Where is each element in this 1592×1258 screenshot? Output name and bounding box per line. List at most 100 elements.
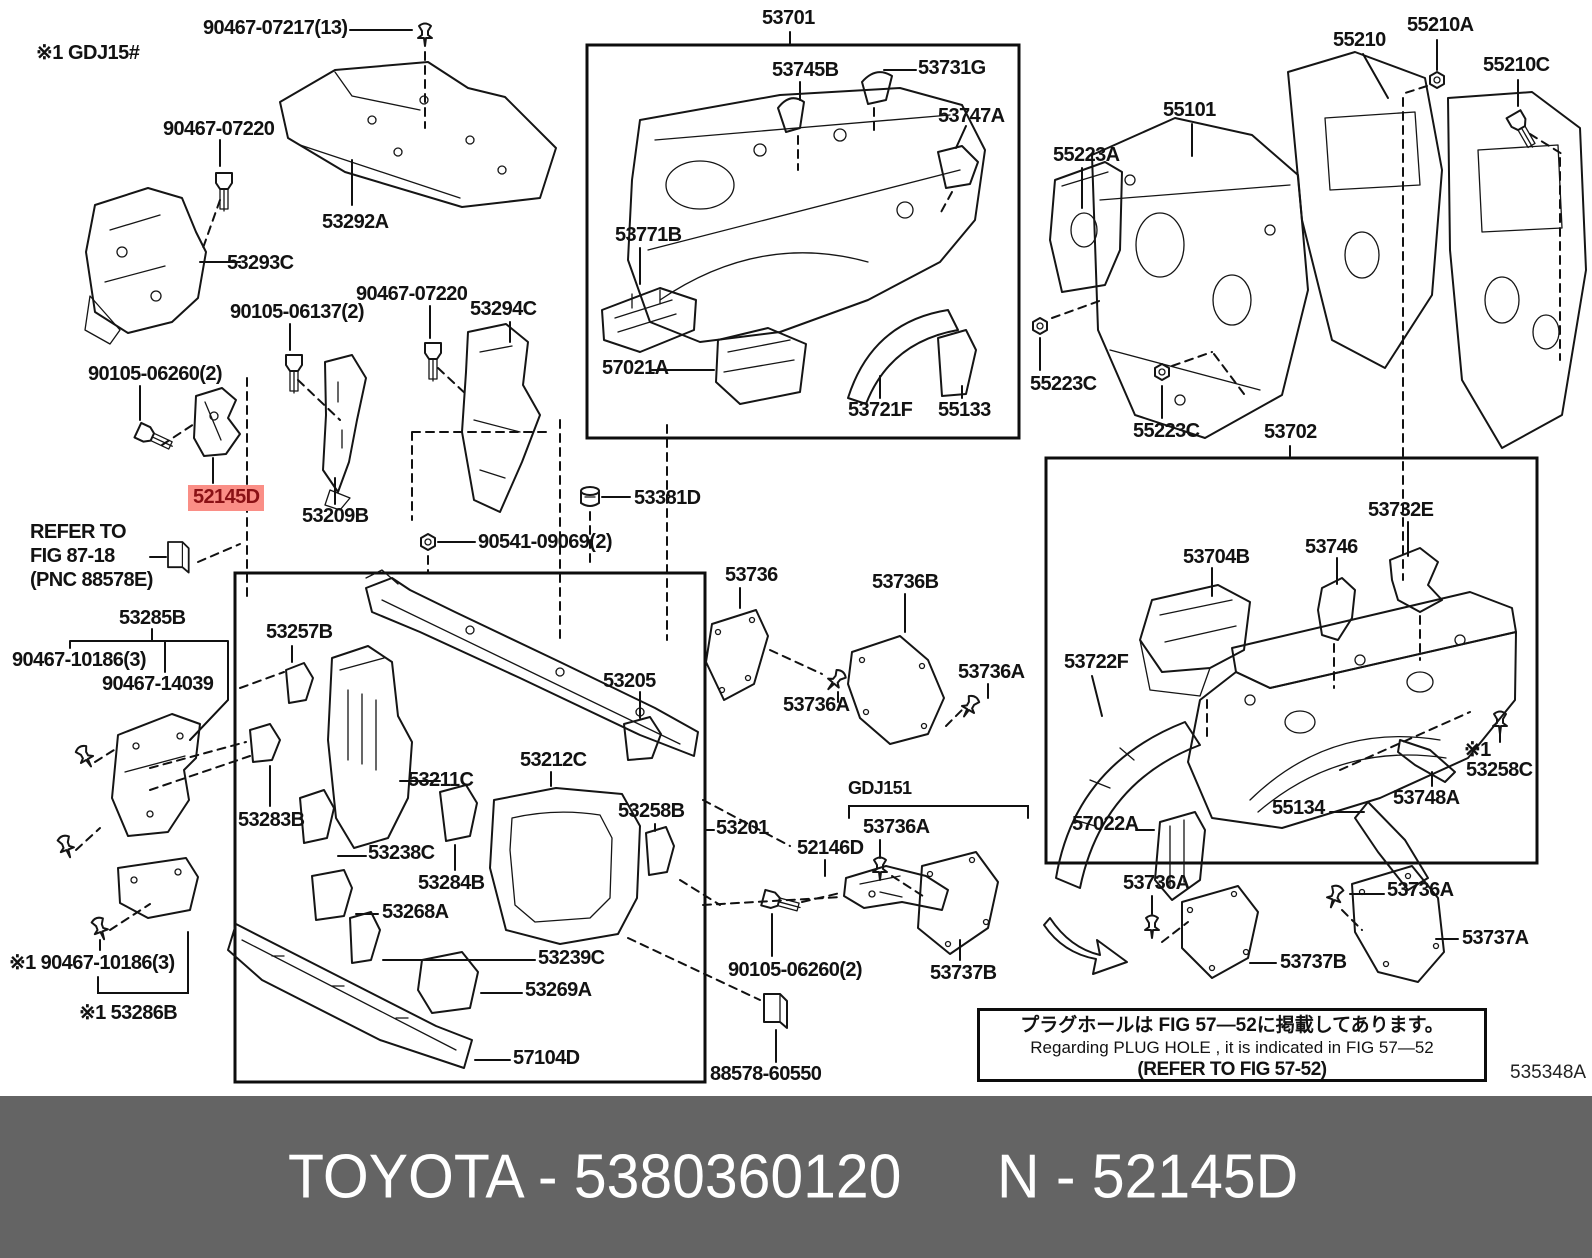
part-label-53205: 53205 — [603, 670, 656, 692]
bolt-icon — [285, 354, 303, 394]
refer-note: REFER TO FIG 87-18 (PNC 88578E) — [30, 520, 153, 592]
part-label-53294c: 53294C — [470, 298, 537, 320]
part-label-90467101863: 90467-10186(3) — [12, 649, 147, 671]
part-label-53746: 53746 — [1305, 536, 1358, 558]
part-57104D — [227, 923, 473, 1069]
part-label-53283b: 53283B — [238, 809, 305, 831]
clip-icon — [417, 22, 433, 47]
part-53268A — [311, 869, 353, 921]
part-label-55223a: 55223A — [1053, 144, 1120, 166]
part-label-53736a: 53736A — [1123, 872, 1190, 894]
part-label-53257b: 53257B — [266, 621, 333, 643]
part-label-55210c: 55210C — [1483, 54, 1550, 76]
note-japanese: プラグホールは FIG 57—52に掲載してあります。 — [1020, 1015, 1444, 1036]
part-53284B — [439, 784, 478, 842]
nut-icon — [1032, 317, 1048, 335]
footer-brand-part-number: TOYOTA - 5380360120 — [288, 1142, 902, 1212]
plug-hole-note-box: プラグホールは FIG 57—52に掲載してあります。 Regarding PL… — [977, 1008, 1487, 1082]
part-label-53381d: 53381D — [634, 487, 701, 509]
part-55223A — [1049, 161, 1123, 293]
part-53747A — [937, 145, 979, 189]
part-53211C — [327, 645, 413, 849]
part-53722F — [1055, 721, 1201, 889]
variant-note: ※1 GDJ15# — [36, 42, 140, 64]
part-57021A — [715, 327, 807, 405]
bolt-icon — [424, 342, 442, 382]
part-53701-apron — [627, 87, 986, 343]
part-label-90105062602: 90105-06260(2) — [88, 363, 223, 385]
note-english: Regarding PLUG HOLE , it is indicated in… — [1030, 1038, 1434, 1057]
part-53704B — [1139, 584, 1251, 673]
part-57022A — [1154, 811, 1206, 901]
part-53732E — [1389, 547, 1443, 613]
box-53701 — [585, 43, 1021, 440]
part-53745B — [777, 97, 805, 133]
part-upper-support — [365, 577, 699, 757]
part-53238C — [299, 789, 335, 844]
part-label-53704b: 53704B — [1183, 546, 1250, 568]
part-label-55223c: 55223C — [1030, 373, 1097, 395]
part-label-53722f: 53722F — [1064, 651, 1129, 673]
part-label-53292a: 53292A — [322, 211, 389, 233]
part-55134 — [1354, 801, 1429, 891]
part-52145D — [193, 387, 241, 457]
bolt-icon — [1505, 109, 1541, 153]
part-53257B — [285, 662, 314, 704]
part-label-53702: 53702 — [1264, 421, 1317, 443]
part-53748A — [1397, 739, 1456, 783]
part-label-53736a: 53736A — [958, 661, 1025, 683]
part-53702-apron — [1187, 631, 1517, 829]
part-53736 — [705, 609, 769, 701]
nut-icon — [420, 533, 436, 551]
part-label-53737b: 53737B — [1280, 951, 1347, 973]
refer-note-line1: REFER TO — [30, 521, 127, 543]
part-53737B-lower — [1181, 885, 1259, 979]
footer-part-bar: TOYOTA - 5380360120 N - 52145D — [0, 1096, 1592, 1258]
part-label-55134: 55134 — [1272, 797, 1325, 819]
clip-icon — [54, 832, 78, 861]
part-label-57021a: 57021A — [602, 357, 669, 379]
part-55133 — [937, 329, 977, 397]
part-label-53737a: 53737A — [1462, 927, 1529, 949]
part-55210 — [1287, 51, 1443, 369]
part-53771B — [601, 287, 697, 353]
part-label-9046707220: 90467-07220 — [356, 283, 468, 305]
part-label-9046714039: 90467-14039 — [102, 673, 214, 695]
part-label-55210: 55210 — [1333, 29, 1386, 51]
pad-icon — [167, 541, 190, 574]
part-label-53736b: 53736B — [872, 571, 939, 593]
part-label-53748a: 53748A — [1393, 787, 1460, 809]
part-53737B — [917, 851, 999, 955]
part-label-57104d: 57104D — [513, 1047, 580, 1069]
part-53746 — [1317, 577, 1356, 641]
part-53293C — [85, 187, 207, 334]
part-label-53736a: 53736A — [1387, 879, 1454, 901]
part-label-53737b: 53737B — [930, 962, 997, 984]
part-53212C — [489, 787, 641, 945]
part-label-53701: 53701 — [762, 7, 815, 29]
figure-code: 535348A — [1510, 1062, 1587, 1083]
footer-n-code: N - 52145D — [997, 1142, 1299, 1212]
part-label-52145d: 52145D — [188, 485, 265, 511]
box-53702 — [1044, 456, 1539, 865]
part-label-53721f: 53721F — [848, 399, 913, 421]
part-label-9046707220: 90467-07220 — [163, 118, 275, 140]
part-label-53258c: 53258C — [1466, 759, 1533, 781]
part-label-53771b: 53771B — [615, 224, 682, 246]
part-label-55210a: 55210A — [1407, 14, 1474, 36]
part-label-53209b: 53209B — [302, 505, 369, 527]
clip-icon — [1492, 710, 1508, 735]
part-label-55101: 55101 — [1163, 99, 1216, 121]
part-53205 — [623, 716, 662, 761]
bolt-icon — [760, 888, 804, 917]
diagram-line-art — [54, 22, 1587, 1084]
arrow-icon — [1043, 917, 1128, 975]
note-reference: (REFER TO FIG 57-52) — [1137, 1059, 1327, 1080]
box-radiator-support — [233, 571, 707, 1084]
part-53292A — [279, 61, 557, 208]
part-label-53258b: 53258B — [618, 800, 685, 822]
part-label-1: ※1 — [1464, 739, 1491, 761]
part-label-53736a: 53736A — [863, 816, 930, 838]
part-label-55223c: 55223C — [1133, 420, 1200, 442]
clip-icon — [1323, 882, 1347, 911]
